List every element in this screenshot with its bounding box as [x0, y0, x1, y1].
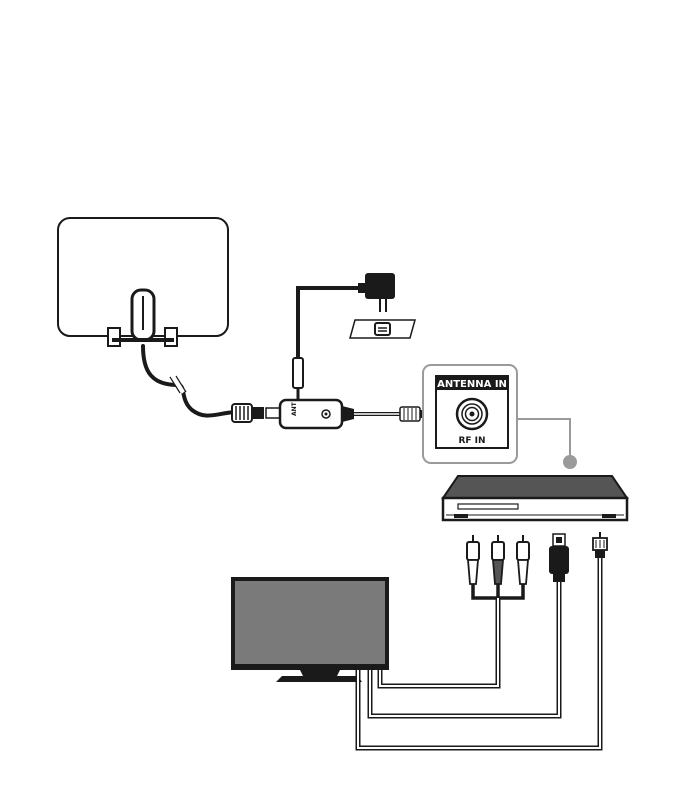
- av-cable-connectors: [467, 532, 607, 598]
- amplifier-badge: ANT: [291, 401, 298, 416]
- antenna-cable: [143, 346, 234, 416]
- connection-dot: [563, 455, 577, 469]
- rca-plug-middle: [492, 535, 504, 584]
- wall-outlet-icon: [350, 320, 415, 338]
- antenna-port-panel: ANTENNA IN RF IN: [423, 365, 577, 469]
- rca-plug-right: [517, 535, 529, 584]
- signal-amplifier-icon: ANT: [266, 400, 440, 428]
- antenna-in-label: ANTENNA IN: [437, 379, 507, 390]
- hdmi-plug: [549, 534, 569, 582]
- rf-in-label: RF IN: [458, 436, 485, 446]
- television-icon: [231, 577, 389, 682]
- rca-plug-left: [467, 535, 479, 584]
- flat-antenna-icon: [58, 218, 228, 346]
- coax-plug: [593, 532, 607, 558]
- tv-connection-wires: [358, 558, 600, 748]
- set-top-box-icon: [443, 476, 627, 520]
- f-connector: [232, 404, 264, 422]
